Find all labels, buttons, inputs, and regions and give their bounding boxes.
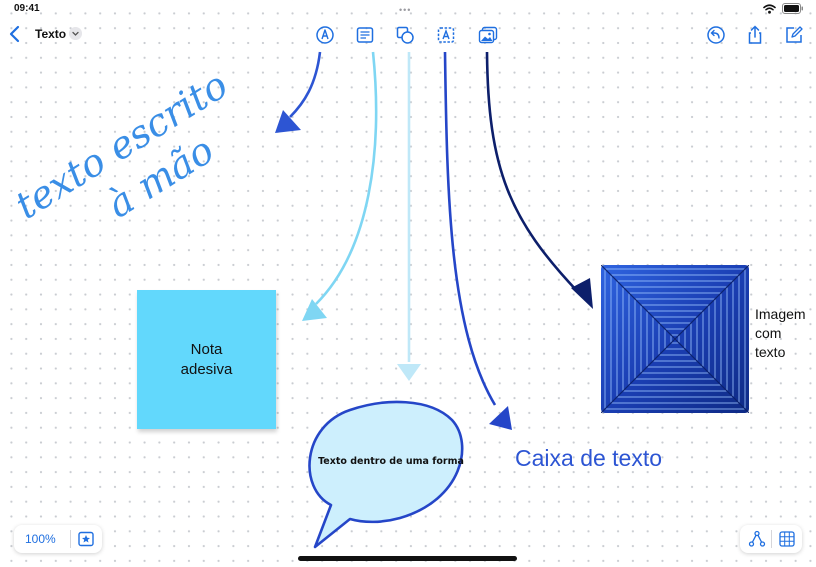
toolbar: Texto xyxy=(0,22,816,48)
controls-divider xyxy=(771,530,772,548)
status-icons xyxy=(763,3,804,14)
sticky-note-text: Nota adesiva xyxy=(180,340,233,378)
arrow-to-text-box[interactable] xyxy=(443,51,497,406)
chevron-down-icon[interactable] xyxy=(69,27,82,40)
arrowhead-image xyxy=(571,278,593,309)
sticky-note-icon[interactable] xyxy=(355,25,375,45)
battery-icon xyxy=(782,3,803,14)
bottom-right-controls xyxy=(740,525,802,553)
share-icon[interactable] xyxy=(745,25,765,45)
compose-icon[interactable] xyxy=(784,25,804,45)
text-box-icon[interactable] xyxy=(436,25,456,45)
status-bar: 09:41 ••• xyxy=(0,0,816,18)
arrowhead-sticky-note xyxy=(302,299,327,321)
arrowhead-text-box xyxy=(489,406,512,430)
zoom-level[interactable]: 100% xyxy=(25,532,56,546)
multitasking-dots[interactable]: ••• xyxy=(399,5,412,15)
handwritten-text[interactable]: texto escrito à mão xyxy=(18,64,258,234)
arrow-to-image[interactable] xyxy=(485,51,579,293)
wifi-icon xyxy=(763,3,776,14)
arrowhead-handwriting xyxy=(275,110,301,133)
zoom-divider xyxy=(70,530,71,548)
sticky-note[interactable]: Nota adesiva xyxy=(137,290,276,429)
board-title[interactable]: Texto xyxy=(35,27,67,41)
undo-icon[interactable] xyxy=(706,25,726,45)
grid-icon[interactable] xyxy=(778,530,796,548)
status-time: 09:41 xyxy=(14,3,40,14)
home-indicator[interactable] xyxy=(298,556,517,561)
media-icon[interactable] xyxy=(478,25,498,45)
star-icon[interactable] xyxy=(77,530,95,548)
image-caption[interactable]: Imagem com texto xyxy=(755,306,806,360)
text-box[interactable]: Caixa de texto xyxy=(515,445,663,471)
image-item[interactable] xyxy=(601,265,749,413)
speech-bubble-shape[interactable] xyxy=(308,400,464,549)
shape-text: Texto dentro de uma forma xyxy=(318,456,464,467)
chevron-left-icon[interactable] xyxy=(8,25,22,43)
shapes-icon[interactable] xyxy=(395,25,415,45)
arrow-to-sticky-note[interactable] xyxy=(315,51,378,305)
arrow-to-handwriting[interactable] xyxy=(289,51,322,118)
pen-icon[interactable] xyxy=(315,25,335,45)
connector-icon[interactable] xyxy=(748,530,766,548)
arrowhead-shape xyxy=(397,364,421,381)
zoom-control[interactable]: 100% xyxy=(14,525,102,553)
